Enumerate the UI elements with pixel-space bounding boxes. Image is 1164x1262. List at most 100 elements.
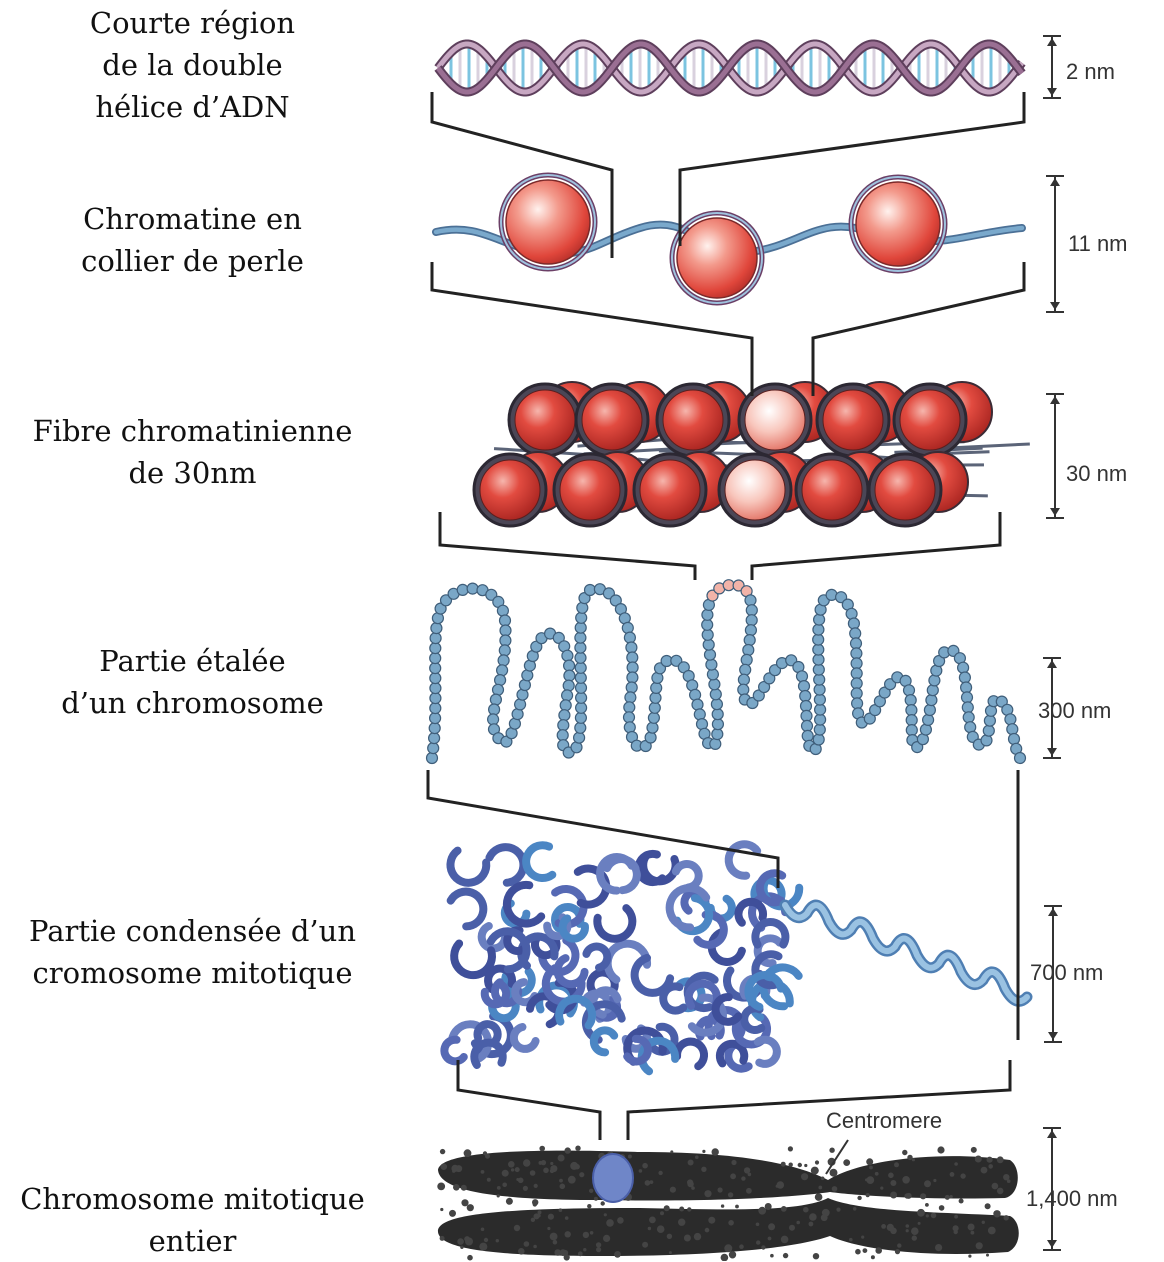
chromatin-texture xyxy=(441,1163,448,1170)
chromatin-texture xyxy=(803,1207,809,1213)
coiled-fiber xyxy=(586,946,607,967)
chromatin-texture xyxy=(658,1171,662,1175)
chromatin-texture xyxy=(987,1157,993,1163)
coiled-fiber xyxy=(597,908,632,939)
chromatin-texture xyxy=(968,1224,975,1231)
chromatin-bead xyxy=(495,675,506,686)
chromatin-bead xyxy=(923,714,934,725)
chromatin-bead xyxy=(813,634,824,645)
chromatin-texture xyxy=(461,1185,467,1191)
chromatin-texture xyxy=(765,1203,772,1210)
chromatin-texture xyxy=(594,1197,598,1201)
chromatin-bead xyxy=(430,643,441,654)
chromatin-bead xyxy=(959,672,970,683)
chromatin-bead xyxy=(738,684,749,695)
chromatin-bead xyxy=(575,712,586,723)
chromatin-texture xyxy=(768,1223,775,1230)
chromatin-bead xyxy=(576,692,587,703)
chromatin-texture xyxy=(596,1247,601,1252)
scale-arrow xyxy=(1047,748,1057,756)
chromatin-texture xyxy=(559,1179,563,1183)
coiled-fiber xyxy=(677,1042,704,1067)
chromatin-texture xyxy=(548,1214,554,1220)
chromatin-texture xyxy=(821,1177,825,1181)
chromatin-texture xyxy=(568,1176,576,1184)
chromatin-bead xyxy=(962,702,973,713)
chromatin-bead xyxy=(430,633,441,644)
chromatin-texture xyxy=(688,1160,694,1166)
chromatin-bead xyxy=(738,674,749,685)
scale-arrow xyxy=(1047,38,1057,46)
beads-on-string xyxy=(436,175,1022,303)
chromatin-texture xyxy=(813,1253,819,1259)
chromatin-texture xyxy=(553,1240,558,1245)
chromatin-bead xyxy=(710,689,721,700)
chromatin-texture xyxy=(960,1173,965,1178)
chromatin-texture xyxy=(953,1225,959,1231)
chromatin-texture xyxy=(642,1242,648,1248)
chromatin-texture xyxy=(628,1155,632,1159)
chromatin-texture xyxy=(583,1248,586,1251)
chromatin-texture xyxy=(950,1172,955,1177)
chromatin-texture xyxy=(589,1189,593,1193)
chromatin-texture xyxy=(888,1173,894,1179)
chromatin-bead xyxy=(850,628,861,639)
chromatin-bead xyxy=(848,618,859,629)
chromatin-texture xyxy=(853,1207,857,1211)
chromatin-texture xyxy=(976,1242,983,1249)
nucleosome xyxy=(677,218,757,298)
chromatin-bead xyxy=(702,629,713,640)
chromatin-texture xyxy=(829,1148,834,1153)
chromatin-bead xyxy=(625,692,636,703)
chromatin-texture xyxy=(945,1195,950,1200)
chromatin-texture xyxy=(648,1227,651,1230)
chromatin-bead xyxy=(563,680,574,691)
chromatin-texture xyxy=(981,1167,988,1174)
extended-fiber xyxy=(785,905,1027,1001)
chromatin-texture xyxy=(1003,1174,1009,1180)
chromatin-bead xyxy=(1009,734,1020,745)
chromatin-bead xyxy=(575,672,586,683)
chromatin-texture xyxy=(554,1249,561,1256)
chromatin-texture xyxy=(865,1178,868,1181)
chromatin-texture xyxy=(657,1225,665,1233)
chromatin-bead xyxy=(924,705,935,716)
chromatin-texture xyxy=(539,1146,545,1152)
chromatin-texture xyxy=(809,1222,814,1227)
chromatin-texture xyxy=(783,1253,788,1258)
chromatin-texture xyxy=(869,1166,873,1170)
chromatin-texture xyxy=(464,1149,472,1157)
chromatin-texture xyxy=(756,1223,760,1227)
chromatin-texture xyxy=(781,1206,787,1212)
coiled-fiber xyxy=(451,892,484,927)
chromatin-bead xyxy=(490,694,501,705)
chromatin-bead xyxy=(626,642,637,653)
chromatin-texture xyxy=(798,1163,802,1167)
chromatin-bead xyxy=(575,652,586,663)
chromatin-bead xyxy=(851,668,862,679)
chromatin-bead xyxy=(493,684,504,695)
chromatin-texture xyxy=(926,1214,929,1217)
chromatin-bead xyxy=(815,704,826,715)
chromatin-bead xyxy=(624,702,635,713)
scale-label-1400nm: 1,400 nm xyxy=(1026,1186,1118,1211)
chromatin-bead xyxy=(627,672,638,683)
chromatin-texture xyxy=(832,1186,838,1192)
chromatin-bead xyxy=(558,720,569,731)
chromatin-texture xyxy=(935,1244,942,1251)
chromatin-bead xyxy=(645,732,656,743)
chromatin-texture xyxy=(701,1167,706,1172)
chromatin-bead xyxy=(564,660,575,671)
chromatin-texture xyxy=(920,1193,926,1199)
chromatin-bead xyxy=(467,583,478,594)
chromatin-texture xyxy=(670,1187,676,1193)
chromatin-fiber-30nm xyxy=(474,382,1030,526)
chromatin-texture xyxy=(603,1235,610,1242)
chromatin-bead xyxy=(562,650,573,661)
chromatin-texture xyxy=(596,1242,601,1247)
chromatin-texture xyxy=(746,1188,752,1194)
chromatin-texture xyxy=(875,1172,879,1176)
chromatin-texture xyxy=(705,1228,710,1233)
chromatin-texture xyxy=(467,1204,474,1211)
chromatin-bead xyxy=(574,732,585,743)
